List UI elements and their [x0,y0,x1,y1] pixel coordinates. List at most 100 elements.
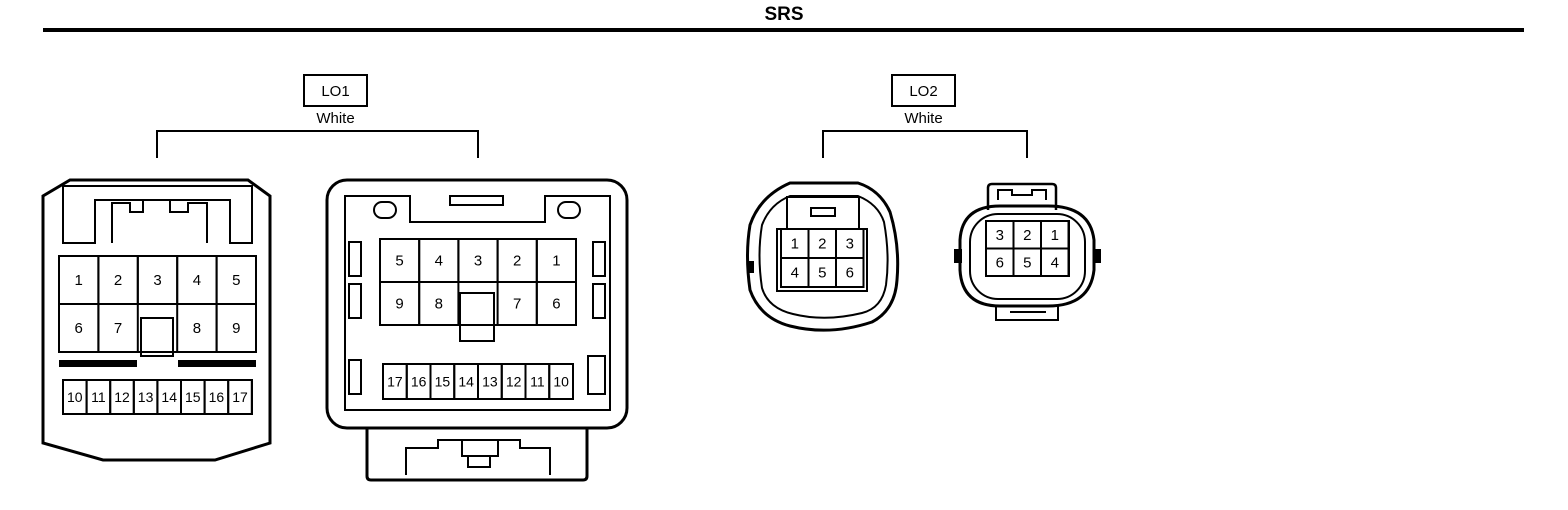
lo2-b-pin-4-label: 4 [1051,254,1059,271]
lo1-b-pin-3-label: 3 [474,253,482,270]
lo1-a-pin-3-label: 3 [153,272,161,289]
lo1-a-pin-1-label: 1 [75,272,83,289]
lo1-a-pin-14-label: 14 [161,389,177,405]
lo2-b-bottom-tab [995,306,1059,321]
lo1-b-pin-4-label: 4 [435,253,443,270]
lo1-color-text: White [316,110,354,127]
lo2-connector-b: 3 2 1 6 5 4 [954,182,1101,321]
title-rule [43,28,1524,32]
lo1-a-pin-10-label: 10 [67,389,83,405]
lo1-a-latch-tab [111,199,208,243]
lo1-b-lock-lever [405,439,551,475]
lo2-b-outer-shell [958,204,1096,308]
lo2-b-key-right [1093,249,1101,263]
lo1-a-pin-15-label: 15 [185,389,201,405]
lo2-a-inner-shell [758,195,889,319]
lo2-code-text: LO2 [909,83,937,100]
lo1-a-pin-2-label: 2 [114,272,122,289]
lo1-a-pin-12-label: 12 [114,389,130,405]
lo2-color-text: White [904,110,942,127]
lo1-code-text: LO1 [321,83,349,100]
lo1-a-housing [41,178,272,462]
lo1-a-pin-6-label: 6 [75,320,83,337]
lo1-a-pin-7-cell [97,303,139,353]
lo1-b-pin-15-label: 15 [435,374,451,390]
lo1-a-pin-17-cell [227,379,253,415]
lo1-b-hole-left [373,201,397,219]
lo1-b-lock-shell [365,428,589,482]
lo2-a-latch-slot [810,207,836,217]
lo2-a-pin-6-cell [835,257,865,288]
lo2-b-pin-3-label: 3 [996,227,1004,244]
lo2-a-outer-shell [746,181,900,332]
lo2-a-latch [786,196,860,230]
lo1-a-pin-8-label: 8 [193,320,201,337]
lo1-b-pin-6-cell [535,281,577,326]
lo2-b-pin-5-label: 5 [1023,254,1031,271]
lo1-code-box [303,74,368,107]
lo2-b-pin-2-label: 2 [1023,227,1031,244]
lo1-b-lock-tab-tip [467,455,491,468]
lo1-b-pin-16-label: 16 [411,374,427,390]
lo2-b-pin-6-label: 6 [996,254,1004,271]
lo2-b-pin-4-cell [1040,247,1070,277]
lo1-b-top-slot [449,195,504,206]
lo1-b-pin-8-cell [418,281,460,326]
lo2-b-key-left [954,249,962,263]
lo1-a-pin-7-label: 7 [114,320,122,337]
lo2-a-key-left [747,261,754,273]
lo1-a-pin-16-label: 16 [209,389,225,405]
lo1-b-pin-17-label: 17 [387,374,403,390]
lo2-label-group: LO2 White [822,74,1028,158]
lo1-b-pin-11-label: 11 [530,374,545,390]
lo2-a-pin-5-label: 5 [818,265,826,282]
lo1-b-hole-right [557,201,581,219]
lo1-b-side-tab-4 [592,241,606,277]
lo1-b-pin-1-label: 1 [552,253,560,270]
lo1-b-side-tab-6 [587,355,606,395]
lo1-b-pin-8-label: 8 [435,296,443,313]
lo1-b-pin-7-label: 7 [513,296,521,313]
lo1-a-key-slot [140,317,174,357]
lo1-b-pin-14-label: 14 [458,374,474,390]
lo1-b-inner-wall [344,195,611,411]
lo1-a-pin-9-label: 9 [232,320,240,337]
lo1-b-pin-12-label: 12 [506,374,522,390]
lo1-b-side-tab-2 [348,283,362,319]
lo1-a-pin-4-label: 4 [193,272,201,289]
lo2-b-pins: 3 2 1 6 5 4 [985,220,1070,277]
lo1-b-side-tab-5 [592,283,606,319]
lo1-a-guide-right [178,360,256,367]
lo1-b-pin-9-label: 9 [395,296,403,313]
lo1-a-pin-5-label: 5 [232,272,240,289]
lo2-b-pin-1-label: 1 [1051,227,1059,244]
lo1-b-pin-10-cell [548,363,574,400]
lo1-a-latch [62,185,253,244]
lo1-a-pin-13-label: 13 [138,389,154,405]
lo2-a-pin-1-label: 1 [791,236,799,253]
lo2-a-pin-3-label: 3 [846,236,854,253]
lo1-bracket [156,130,479,158]
lo1-b-pin-6-label: 6 [552,296,560,313]
lo1-b-pin-10-label: 10 [553,374,569,390]
lo1-b-lock-tab [461,439,499,457]
lo1-b-pin-5-label: 5 [395,253,403,270]
lo1-b-pin-13-label: 13 [482,374,498,390]
lo2-b-top-tab-inner [997,189,1047,200]
lo2-a-pin-4-label: 4 [791,265,799,282]
lo2-b-top-tab [986,182,1058,210]
lo1-a-pin-11-label: 11 [91,389,106,405]
lo2-b-inner-shell [969,213,1086,300]
lo1-a-pin-17-label: 17 [232,389,248,405]
lo1-b-side-tab-1 [348,241,362,277]
lo2-a-pin-6-label: 6 [846,265,854,282]
lo1-b-key-slot [459,292,495,342]
lo2-code-box [891,74,956,107]
